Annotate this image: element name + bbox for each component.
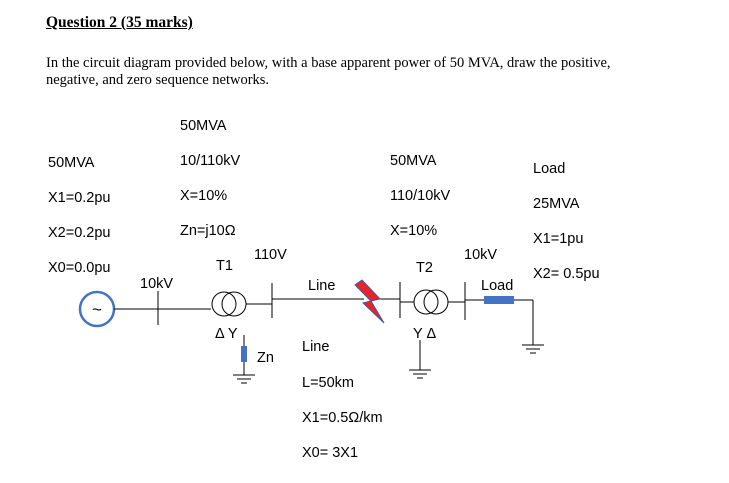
generator-tilde: ~ — [92, 300, 102, 319]
t2-name: T2 — [416, 260, 433, 276]
line-length: L=50km — [302, 375, 354, 391]
line-x1: X1=0.5Ω/km — [302, 410, 383, 426]
load-x2: X2= 0.5pu — [533, 266, 600, 282]
generator-bus-voltage: 10kV — [140, 276, 174, 292]
t2-winding: Y Δ — [413, 326, 437, 342]
load-x1: X1=1pu — [533, 231, 584, 247]
load-bus-voltage: 10kV — [464, 247, 498, 263]
t1-winding: Δ Y — [215, 326, 238, 342]
question-text: In the circuit diagram provided below, w… — [46, 55, 686, 89]
t1-reactance: X=10% — [180, 188, 228, 204]
t1-grounding: Zn=j10Ω — [180, 223, 236, 239]
t1-rating: 50MVA — [180, 118, 227, 134]
line-x0: X0= 3X1 — [302, 445, 359, 461]
t2-winding-secondary — [423, 289, 449, 315]
generator-x2: X2=0.2pu — [48, 225, 111, 241]
t1-winding-secondary — [221, 291, 247, 317]
t2-winding-primary — [413, 289, 439, 315]
t1-name: T1 — [216, 258, 233, 274]
t1-zn-label: Zn — [257, 350, 274, 366]
fault-symbol — [354, 279, 385, 324]
load-block — [484, 296, 514, 304]
line-label-top: Line — [308, 278, 336, 294]
load-symbol-label: Load — [481, 278, 514, 294]
generator-x0: X0=0.0pu — [48, 260, 111, 276]
generator-x1: X1=0.2pu — [48, 190, 111, 206]
t1-hv-voltage: 110V — [254, 247, 287, 263]
load-title: Load — [533, 161, 566, 177]
question-line-2: negative, and zero sequence networks. — [46, 72, 270, 88]
t1-winding-primary — [211, 291, 237, 317]
generator-rating: 50MVA — [48, 155, 95, 171]
t1-zn-impedance — [241, 346, 247, 362]
question-line-1: In the circuit diagram provided below, w… — [46, 55, 611, 71]
t1-voltage: 10/110kV — [180, 153, 241, 169]
question-heading: Question 2 (35 marks) — [46, 14, 193, 31]
line-label-mid: Line — [302, 339, 330, 355]
t2-rating: 50MVA — [390, 153, 437, 169]
t2-voltage: 110/10kV — [390, 188, 451, 204]
load-rating: 25MVA — [533, 196, 580, 212]
t2-reactance: X=10% — [390, 223, 438, 239]
